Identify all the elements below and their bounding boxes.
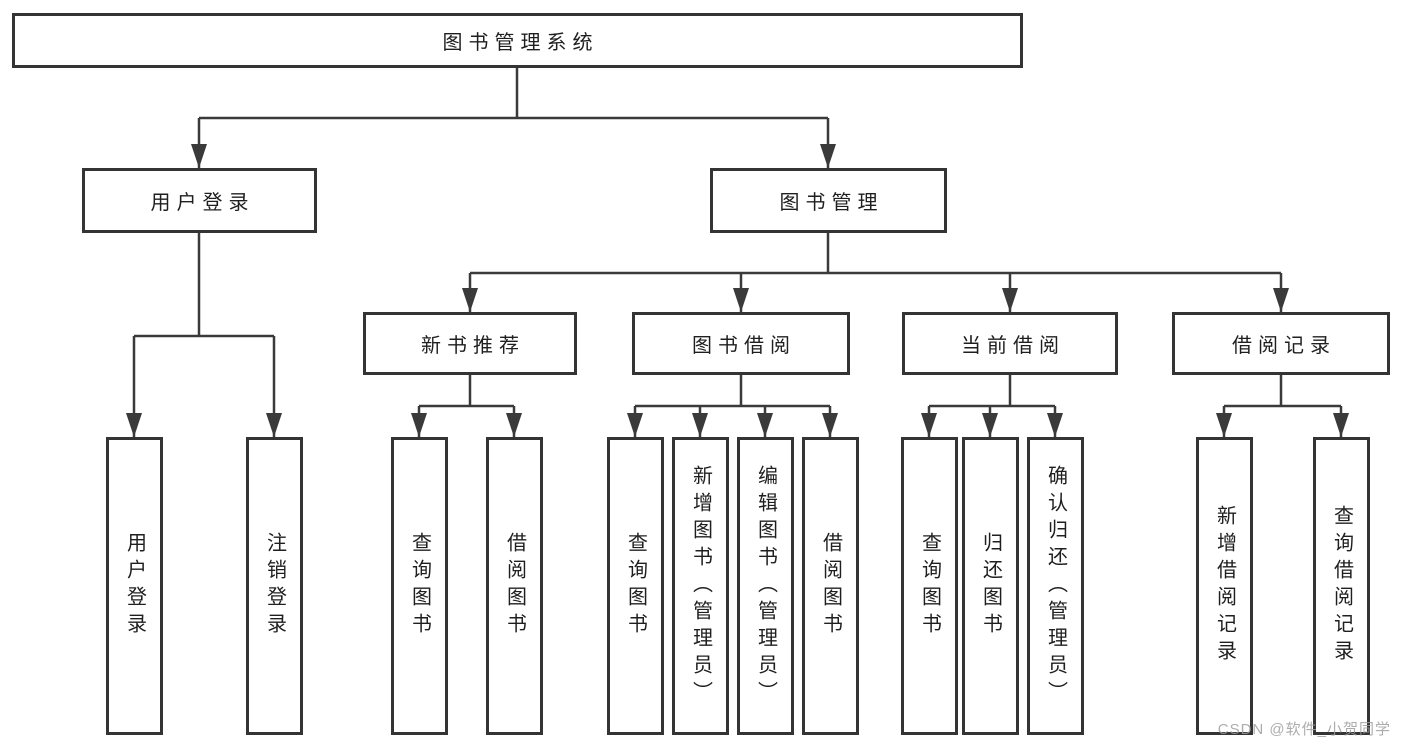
- leaf-cb-confirm-return-admin-label: 确认归还（管理员）: [1044, 464, 1067, 708]
- leaf-nbr-query-books: 查询图书: [391, 437, 448, 735]
- leaf-br-query-record-label: 查询借阅记录: [1330, 505, 1353, 667]
- csdn-watermark: CSDN @软件_小贺同学: [1217, 721, 1391, 738]
- node-book-borrowing: 图书借阅: [632, 312, 850, 375]
- node-user-login-label: 用户登录: [150, 192, 255, 214]
- leaf-logout-label: 注销登录: [263, 532, 286, 640]
- leaf-bb-borrow-books-label: 借阅图书: [819, 532, 842, 640]
- node-book-borrowing-label: 图书借阅: [692, 335, 796, 357]
- leaf-bb-query-books-label: 查询图书: [624, 532, 647, 640]
- node-current-borrowing: 当前借阅: [902, 312, 1118, 375]
- leaf-cb-confirm-return-admin: 确认归还（管理员）: [1027, 437, 1084, 735]
- leaf-bb-borrow-books: 借阅图书: [802, 437, 859, 735]
- leaf-nbr-borrow-books-label: 借阅图书: [503, 532, 526, 640]
- leaf-br-add-record: 新增借阅记录: [1196, 437, 1253, 735]
- node-borrowing-records: 借阅记录: [1172, 312, 1390, 375]
- node-borrowing-records-label: 借阅记录: [1232, 335, 1336, 357]
- leaf-cb-query-books-label: 查询图书: [918, 532, 941, 640]
- tree-edges: [132, 68, 1343, 437]
- node-new-book-recommend: 新书推荐: [363, 312, 577, 375]
- leaf-bb-edit-books-admin-label: 编辑图书（管理员）: [754, 464, 777, 708]
- node-root: 图书管理系统: [12, 13, 1023, 68]
- leaf-br-add-record-label: 新增借阅记录: [1213, 505, 1236, 667]
- leaf-bb-query-books: 查询图书: [607, 437, 664, 735]
- node-user-login: 用户登录: [82, 168, 317, 233]
- leaf-bb-add-books-admin: 新增图书（管理员）: [672, 437, 729, 735]
- node-book-management-label: 图书管理: [779, 192, 884, 214]
- leaf-cb-return-books: 归还图书: [962, 437, 1019, 735]
- node-book-management: 图书管理: [710, 168, 947, 233]
- leaf-nbr-borrow-books: 借阅图书: [486, 437, 543, 735]
- leaf-cb-return-books-label: 归还图书: [979, 532, 1002, 640]
- leaf-nbr-query-books-label: 查询图书: [408, 532, 431, 640]
- leaf-logout: 注销登录: [246, 437, 303, 735]
- leaf-bb-edit-books-admin: 编辑图书（管理员）: [737, 437, 794, 735]
- leaf-br-query-record: 查询借阅记录: [1313, 437, 1370, 735]
- leaf-user-login: 用户登录: [106, 437, 163, 735]
- node-new-book-recommend-label: 新书推荐: [421, 335, 525, 357]
- leaf-bb-add-books-admin-label: 新增图书（管理员）: [689, 464, 712, 708]
- node-current-borrowing-label: 当前借阅: [961, 335, 1065, 357]
- node-root-label: 图书管理系统: [442, 32, 599, 54]
- leaf-user-login-label: 用户登录: [123, 532, 146, 640]
- leaf-cb-query-books: 查询图书: [901, 437, 958, 735]
